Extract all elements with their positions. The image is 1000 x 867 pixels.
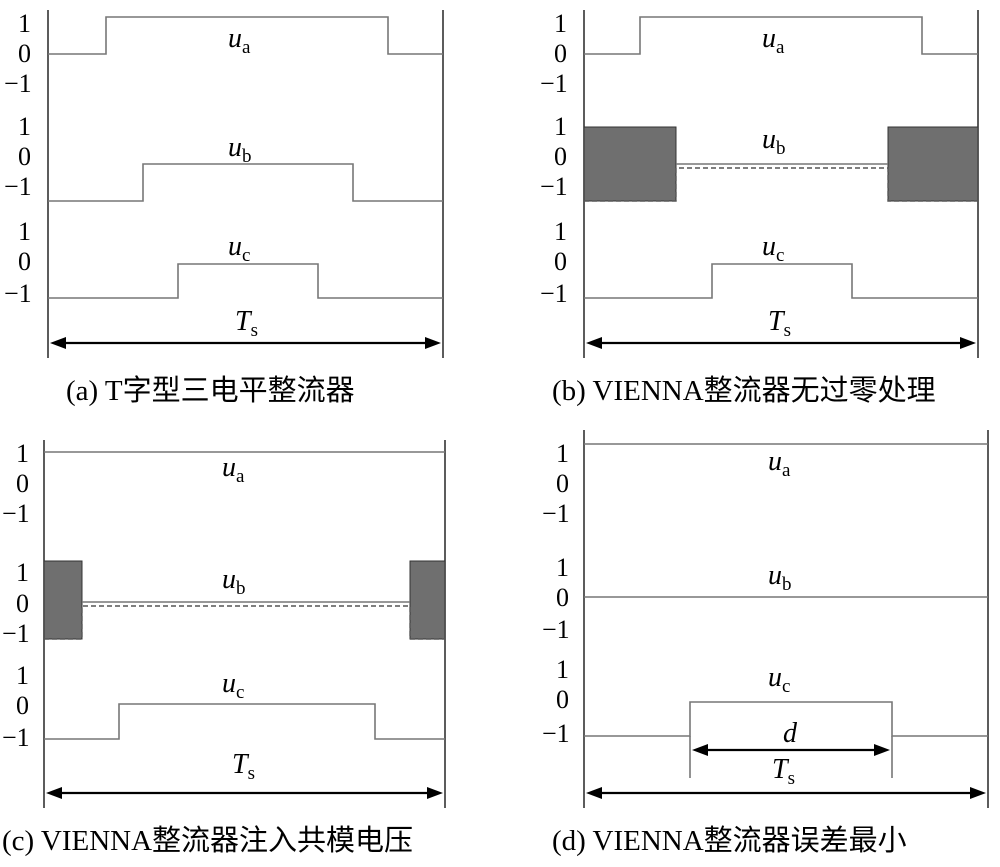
panel-c-ua-level-minus1: −1 [2,499,30,528]
panel-a-ub-level-1: 1 [18,112,31,141]
panel-a-ua-label: ua [228,23,251,58]
panel-a-uc-level-minus1: −1 [4,279,32,308]
panel-a-ua-level-0: 0 [18,39,31,68]
panel-a-uc-label: uc [228,231,250,266]
panel-d-ua-label: ua [768,446,791,481]
panel-b-ua-label: ua [762,23,785,58]
panel-b-ub-level-1: 1 [554,112,567,141]
panel-c-uc-level-minus1: −1 [2,723,30,752]
panel-c-ua-level-0: 0 [16,469,29,498]
panel-b-ua-level-0: 0 [554,39,567,68]
panel-a-uc-level-0: 0 [18,247,31,276]
panel-d-arrowhead-left [586,787,602,799]
panel-c-ub-shaded-block-left [43,560,83,640]
panel-a-ts-label: Ts [235,306,258,341]
panel-c-uc-level-0: 0 [16,691,29,720]
panel-d-ub-level-minus1: −1 [542,615,570,644]
panel-b-ub-shaded-block-left [583,126,677,202]
panel-c-ub-dashed-waveform [44,605,445,640]
panel-b-ua-level-1: 1 [554,9,567,38]
panel-d-arrowhead-right [970,787,986,799]
panel-c: 1 0 −1 1 0 −1 1 0 −1 ua ub uc Ts (c) VIE… [2,439,446,857]
panel-c-ub-level-minus1: −1 [2,619,30,648]
panel-b-caption: (b) VIENNA整流器无过零处理 [552,374,936,407]
panel-a-uc-level-1: 1 [18,217,31,246]
panel-a-ua-level-1: 1 [18,9,31,38]
panel-b-ts-label: Ts [768,306,791,341]
panel-d-uc-level-0: 0 [556,685,569,714]
panel-d-d-label: d [783,718,798,749]
panel-d-uc-label: uc [768,662,790,697]
panel-a-ua-waveform [48,16,443,55]
panel-c-ua-level-1: 1 [16,439,29,468]
panel-d-d-arrowhead-right [874,744,890,756]
panel-d-ub-label: ub [768,560,792,595]
panel-c-uc-label: uc [222,668,244,703]
panel-d-ts-label: Ts [772,754,795,789]
panel-d-uc-level-1: 1 [556,655,569,684]
panel-c-arrowhead-right [427,787,443,799]
panel-b-uc-level-0: 0 [554,247,567,276]
panel-c-ua-label: ua [222,452,245,487]
panel-a-ua-level-minus1: −1 [4,69,32,98]
panel-d-ub-level-1: 1 [556,553,569,582]
panel-d-d-arrowhead-left [692,744,708,756]
panel-d-ua-level-1: 1 [556,439,569,468]
panel-b-uc-label: uc [762,231,784,266]
panel-a-caption: (a) T字型三电平整流器 [66,374,355,407]
panel-b-arrowhead-left [586,337,602,349]
panel-b-uc-waveform [584,263,978,299]
panel-b-ua-level-minus1: −1 [540,69,568,98]
panel-d-uc-level-minus1: −1 [542,719,570,748]
panel-a: 1 0 −1 1 0 −1 1 0 −1 ua ub uc Ts (a) T字型… [4,9,444,407]
panel-d-ua-level-0: 0 [556,469,569,498]
panel-b-ub-label: ub [762,124,786,159]
panel-b-ua-waveform [584,16,978,55]
panel-d-uc-waveform [584,701,988,737]
panel-a-ub-label: ub [228,132,252,167]
panel-a-arrowhead-right [425,337,441,349]
panel-c-ub-level-0: 0 [16,589,29,618]
panel-a-ub-waveform [48,163,443,202]
panel-c-ts-label: Ts [232,749,255,784]
panel-b-uc-level-1: 1 [554,217,567,246]
panel-d-caption: (d) VIENNA整流器误差最小 [552,824,907,857]
panel-d: 1 0 −1 1 0 −1 1 0 −1 ua ub uc d Ts (d) V… [542,430,989,857]
panel-c-ub-shaded-block-right [409,560,446,640]
panel-c-ub-label: ub [222,564,246,599]
panel-b: 1 0 −1 1 0 −1 1 0 −1 ua ub uc Ts (b) VIE… [540,9,979,407]
panel-b-ub-dashed-waveform [584,167,978,202]
panel-a-ub-level-0: 0 [18,142,31,171]
panel-c-uc-level-1: 1 [16,661,29,690]
panel-d-ua-level-minus1: −1 [542,499,570,528]
panel-c-caption: (c) VIENNA整流器注入共模电压 [2,824,413,857]
panel-b-uc-level-minus1: −1 [540,279,568,308]
panel-b-ub-level-minus1: −1 [540,172,568,201]
panel-a-ub-level-minus1: −1 [4,172,32,201]
panel-b-ub-level-0: 0 [554,142,567,171]
panel-c-ub-level-1: 1 [16,558,29,587]
panel-b-arrowhead-right [960,337,976,349]
panel-a-uc-waveform [48,263,443,299]
panel-c-arrowhead-left [46,787,62,799]
panel-d-ub-level-0: 0 [556,583,569,612]
panel-a-arrowhead-left [50,337,66,349]
panel-b-ub-shaded-block-right [887,126,979,202]
panel-c-uc-waveform [44,703,445,740]
